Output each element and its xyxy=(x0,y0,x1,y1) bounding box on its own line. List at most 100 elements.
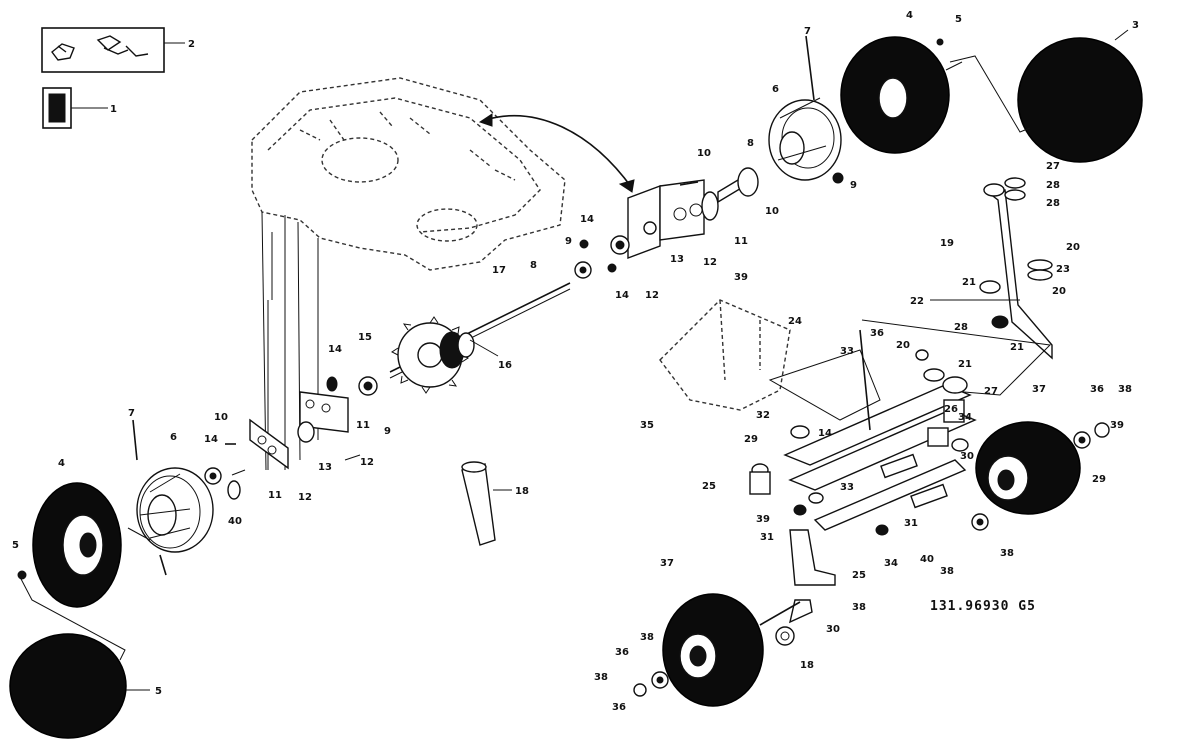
callout-5-b: 5 xyxy=(12,540,19,551)
callout-14: 14 xyxy=(580,214,594,225)
callout-23: 23 xyxy=(1056,264,1070,275)
callout-5: 5 xyxy=(955,14,962,25)
callout-9: 9 xyxy=(850,180,857,191)
callout-30-b: 30 xyxy=(826,624,840,635)
callout-37: 36 xyxy=(870,328,884,339)
callout-28-c: 28 xyxy=(1046,198,1060,209)
callout-18-b: 39 xyxy=(734,272,748,283)
front-axle xyxy=(749,329,977,624)
callout-20-b: 20 xyxy=(1052,286,1066,297)
callout-39-d: 38 xyxy=(594,672,608,683)
callout-33: 32 xyxy=(756,410,770,421)
front-axle-bracket-dashed xyxy=(659,299,881,421)
callout-14-d: 14 xyxy=(818,428,832,439)
callout-19: 19 xyxy=(940,238,954,249)
callout-38: 37 xyxy=(1032,384,1046,395)
callout-8: 8 xyxy=(747,138,754,149)
lift-handle-grip xyxy=(461,461,512,546)
callout-9-c: 9 xyxy=(384,426,391,437)
callout-12: 12 xyxy=(703,257,717,268)
callout-30: 29 xyxy=(1092,474,1106,485)
left-axle-hardware xyxy=(17,376,378,580)
callout-6-b: 6 xyxy=(170,432,177,443)
left-rear-wheel xyxy=(32,482,122,608)
right-rear-rim xyxy=(768,35,842,181)
decal-box xyxy=(42,87,108,129)
callout-7: 7 xyxy=(804,26,811,37)
callout-30-c: 18 xyxy=(800,660,814,671)
callout-28-b: 28 xyxy=(1046,180,1060,191)
front-right-wheel xyxy=(971,421,1110,531)
callout-8-b: 8 xyxy=(530,260,537,271)
callout-38-b: 38 xyxy=(1118,384,1132,395)
callout-13: 13 xyxy=(670,254,684,265)
callout-39-c: 38 xyxy=(852,602,866,613)
callout-9-d: 14 xyxy=(204,434,218,445)
callout-4-b: 4 xyxy=(58,458,65,469)
callout-31-b: 31 xyxy=(760,532,774,543)
callout-35: 34 xyxy=(958,412,972,423)
callout-28-d: 27 xyxy=(984,386,998,397)
callout-4: 4 xyxy=(906,10,913,21)
rear-axle-assembly xyxy=(389,282,571,394)
callout-17: 17 xyxy=(492,265,506,276)
callout-40-b: 36 xyxy=(612,702,626,713)
callout-25: 25 xyxy=(702,481,716,492)
callout-38-c: 37 xyxy=(660,558,674,569)
callout-11: 11 xyxy=(734,236,748,247)
callout-32: 31 xyxy=(904,518,918,529)
callout-21-b: 21 xyxy=(1010,342,1024,353)
callout-11-c: 11 xyxy=(356,420,370,431)
callout-29-c: 40 xyxy=(920,554,934,565)
callout-11-b: 11 xyxy=(268,490,282,501)
callout-39-b: 38 xyxy=(1000,548,1014,559)
callout-27: 26 xyxy=(944,404,958,415)
callout-13-b: 13 xyxy=(318,462,332,473)
callout-1: 1 xyxy=(110,104,117,115)
callout-9-b: 9 xyxy=(565,236,572,247)
callout-12-b: 12 xyxy=(645,290,659,301)
hardware-pack-box xyxy=(41,27,185,73)
callout-leaders xyxy=(126,29,1129,691)
callout-5-c: 5 xyxy=(155,686,162,697)
callout-10-b: 10 xyxy=(765,206,779,217)
callout-26: 25 xyxy=(852,570,866,581)
callout-12-d: 12 xyxy=(298,492,312,503)
callout-39: 38 xyxy=(940,566,954,577)
callout-24-b: 39 xyxy=(756,514,770,525)
callout-15: 15 xyxy=(358,332,372,343)
right-axle-hardware xyxy=(574,38,944,279)
callout-21: 21 xyxy=(962,277,976,288)
callout-10-d: 40 xyxy=(228,516,242,527)
model-number: 131.96930 G5 xyxy=(930,599,1036,614)
callout-29: 28 xyxy=(954,322,968,333)
callout-28: 27 xyxy=(1046,161,1060,172)
left-rear-rim xyxy=(136,467,214,553)
callout-16: 16 xyxy=(498,360,512,371)
callout-37-b: 36 xyxy=(1090,384,1104,395)
callout-12-c: 12 xyxy=(360,457,374,468)
callout-20-c: 20 xyxy=(896,340,910,351)
right-rear-wheel xyxy=(840,36,950,154)
callout-22: 22 xyxy=(910,296,924,307)
callout-29-b: 29 xyxy=(744,434,758,445)
callout-14-b: 14 xyxy=(615,290,629,301)
assembly-direction-arrow xyxy=(478,113,635,193)
callout-6: 6 xyxy=(772,84,779,95)
callout-40: 39 xyxy=(1110,420,1124,431)
tractor-frame xyxy=(251,77,566,471)
left-spare-tire xyxy=(9,576,127,739)
callout-20: 20 xyxy=(1066,242,1080,253)
callout-31: 30 xyxy=(960,451,974,462)
callout-10: 10 xyxy=(697,148,711,159)
callout-14-c: 14 xyxy=(328,344,342,355)
callout-7-b: 7 xyxy=(128,408,135,419)
callout-10-c: 10 xyxy=(214,412,228,423)
callout-33-b: 33 xyxy=(840,482,854,493)
front-left-wheel xyxy=(633,593,801,707)
callout-24: 24 xyxy=(788,316,802,327)
callout-21-c: 21 xyxy=(958,359,972,370)
callout-38-d: 38 xyxy=(640,632,654,643)
callout-36: 35 xyxy=(640,420,654,431)
